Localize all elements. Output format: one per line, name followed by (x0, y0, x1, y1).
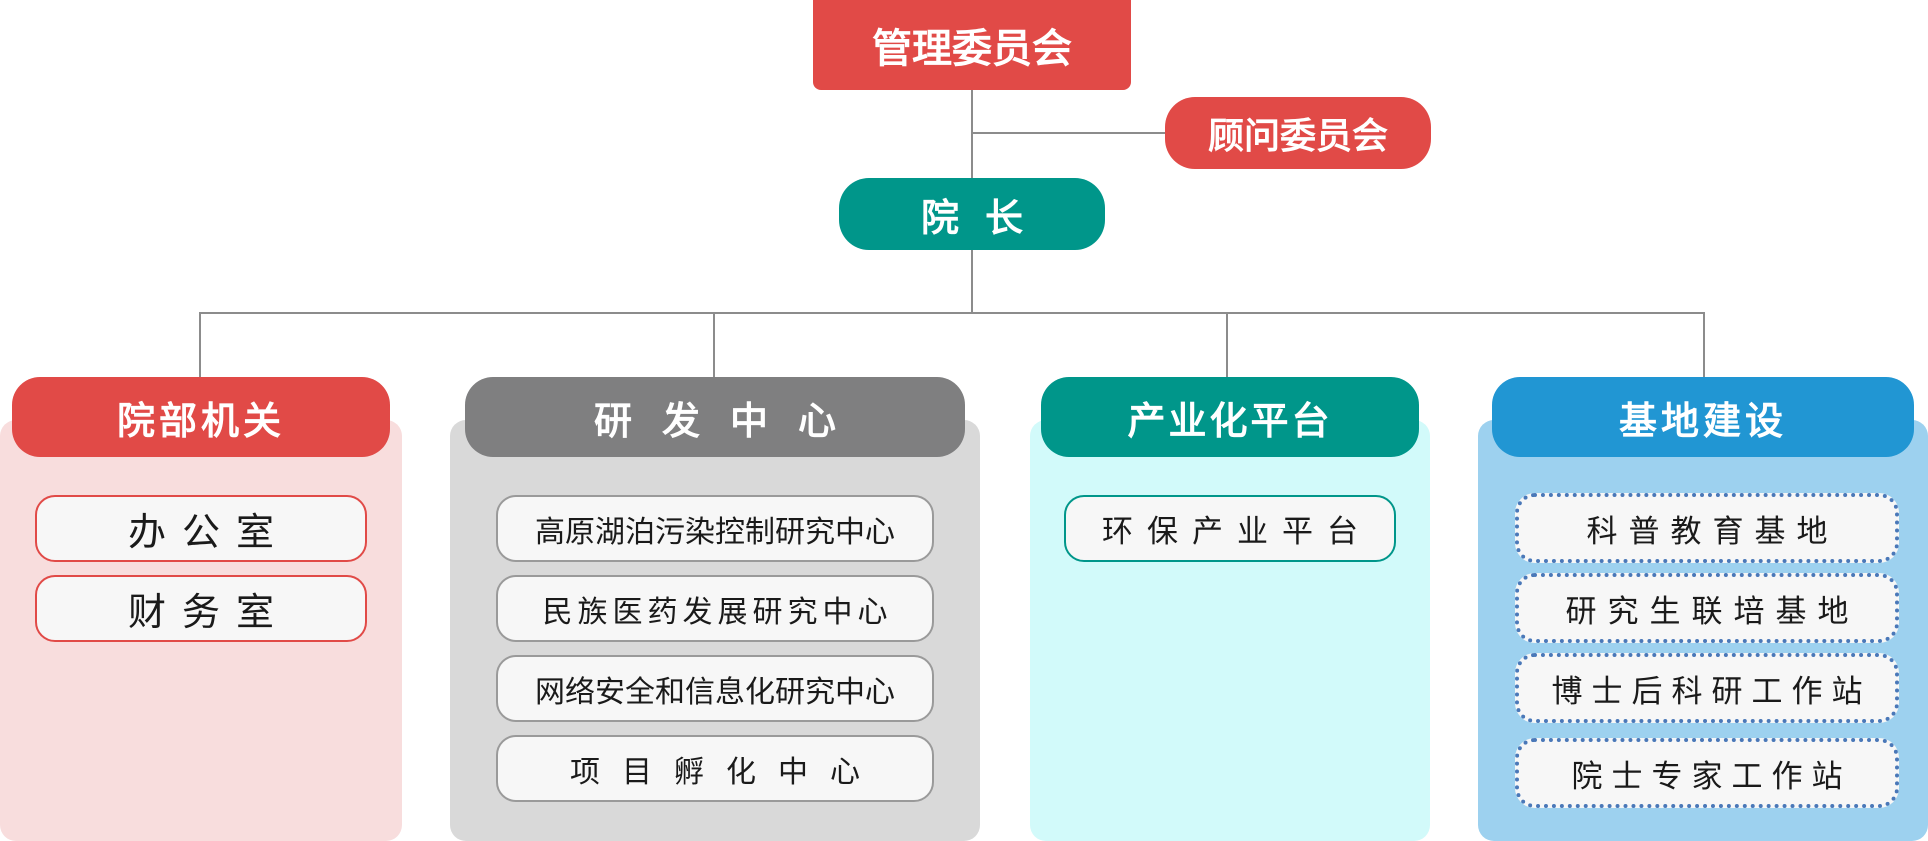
dept-item-admin-2: 财务室 (35, 575, 367, 642)
president-node: 院长 (839, 178, 1105, 250)
dept-item-base-1: 科普教育基地 (1515, 493, 1899, 563)
dept-item-industry-1: 环保产业平台 (1064, 495, 1396, 562)
dept-panel-industry (1030, 420, 1430, 841)
dept-item-base-4: 院士专家工作站 (1515, 738, 1899, 808)
advisory-committee-node: 顾问委员会 (1165, 97, 1431, 169)
connector-advisory (971, 132, 1165, 134)
dept-header-base: 基地建设 (1492, 377, 1914, 457)
dept-item-base-3: 博士后科研工作站 (1515, 653, 1899, 723)
dept-item-label: 网络安全和信息化研究中心 (535, 674, 895, 710)
dept-item-label: 博士后科研工作站 (1551, 673, 1872, 710)
dept-item-label: 财务室 (127, 590, 290, 634)
dept-title-base: 基地建设 (1618, 398, 1787, 443)
dept-item-label: 项目孵化中心 (570, 754, 882, 790)
connector-horizontal-bus (199, 312, 1705, 314)
dept-title-admin: 院部机关 (116, 398, 285, 443)
dept-item-label: 办公室 (127, 510, 290, 554)
connector-president-down (971, 250, 973, 313)
dept-item-label: 科普教育基地 (1586, 513, 1839, 550)
president-label: 院长 (920, 195, 1049, 240)
dept-title-rnd: 研发中心 (593, 398, 866, 443)
dept-header-admin: 院部机关 (12, 377, 390, 457)
dept-item-rnd-4: 项目孵化中心 (496, 735, 934, 802)
connector-dept-2 (713, 312, 715, 377)
advisory-committee-label: 顾问委员会 (1207, 116, 1388, 157)
connector-dept-1 (199, 312, 201, 377)
dept-item-admin-1: 办公室 (35, 495, 367, 562)
connector-top-to-president (971, 90, 973, 178)
dept-header-rnd: 研发中心 (465, 377, 965, 457)
dept-item-rnd-3: 网络安全和信息化研究中心 (496, 655, 934, 722)
dept-item-label: 高原湖泊污染控制研究中心 (535, 514, 895, 550)
dept-item-base-2: 研究生联培基地 (1515, 573, 1899, 643)
management-committee-node: 管理委员会 (813, 0, 1131, 90)
dept-item-label: 研究生联培基地 (1565, 593, 1860, 630)
dept-header-industry: 产业化平台 (1041, 377, 1419, 457)
dept-item-label: 环保产业平台 (1102, 514, 1372, 550)
connector-dept-4 (1703, 312, 1705, 377)
connector-dept-3 (1226, 312, 1228, 377)
dept-title-industry: 产业化平台 (1127, 398, 1333, 443)
dept-item-rnd-1: 高原湖泊污染控制研究中心 (496, 495, 934, 562)
dept-item-rnd-2: 民族医药发展研究中心 (496, 575, 934, 642)
dept-item-label: 民族医药发展研究中心 (542, 594, 893, 630)
management-committee-label: 管理委员会 (872, 26, 1072, 72)
dept-item-label: 院士专家工作站 (1571, 758, 1852, 795)
